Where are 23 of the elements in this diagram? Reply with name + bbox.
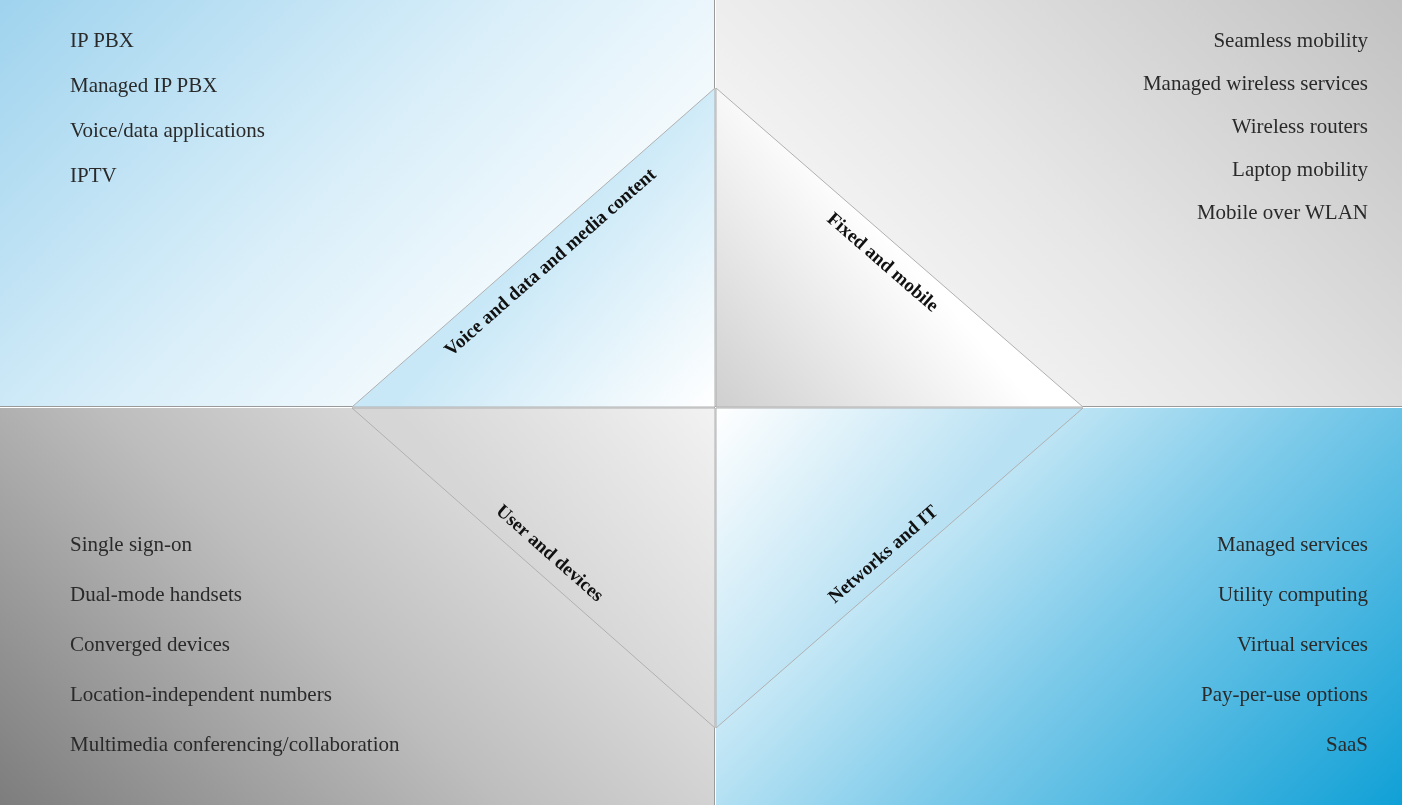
list-item: Laptop mobility	[1232, 157, 1368, 182]
list-item: Voice/data applications	[70, 118, 265, 143]
list-item: Managed wireless services	[1142, 71, 1368, 96]
list-item: Mobile over WLAN	[1196, 200, 1368, 225]
list-item: Virtual services	[1236, 632, 1368, 657]
list-item: Location-independent numbers	[70, 682, 332, 707]
list-item: Dual-mode handsets	[70, 582, 243, 607]
list-item: Pay-per-use options	[1201, 682, 1368, 707]
triangle-panel	[716, 88, 1083, 407]
list-item: Converged devices	[70, 632, 230, 657]
list-item: IP PBX	[70, 28, 134, 53]
list-item: Seamless mobility	[1213, 28, 1368, 53]
list-item: SaaS	[1326, 732, 1368, 757]
list-item: Single sign-on	[70, 532, 192, 557]
triangle-panel	[352, 88, 715, 407]
list-item: Managed services	[1216, 532, 1368, 557]
list-item: Multimedia conferencing/collaboration	[70, 732, 400, 757]
triangle-panel	[716, 408, 1083, 728]
list-item: IPTV	[70, 163, 117, 188]
triangle-panel	[352, 408, 715, 728]
list-item: Managed IP PBX	[70, 73, 218, 98]
list-item: Utility computing	[1218, 582, 1368, 607]
list-item: Wireless routers	[1231, 114, 1368, 139]
